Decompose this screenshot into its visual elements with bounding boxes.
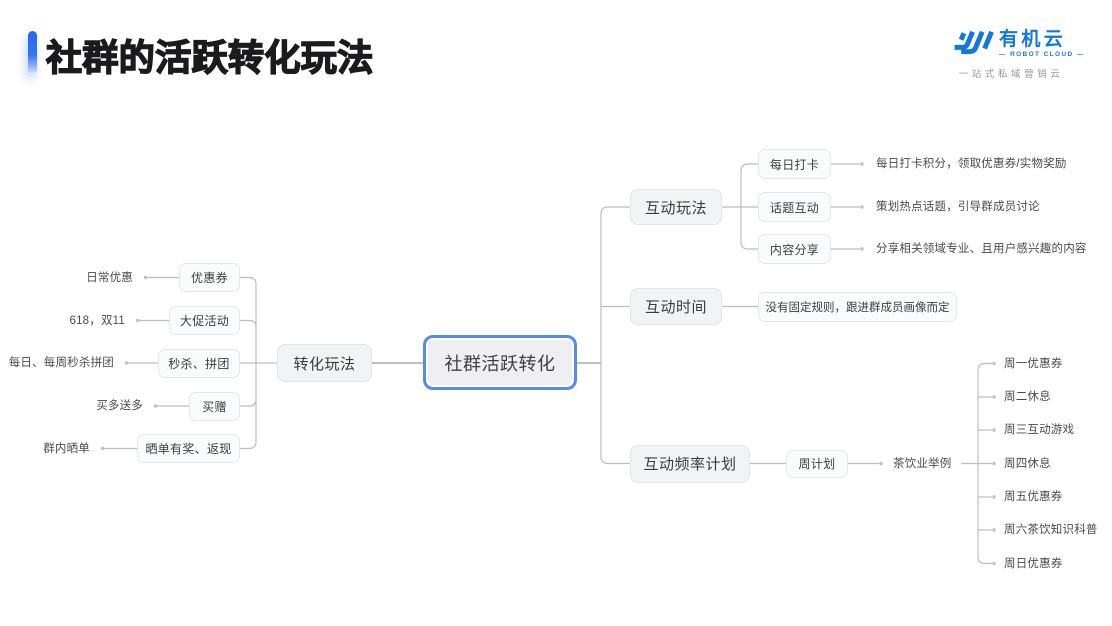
leaf-note-hot-topics: 策划热点话题，引导群成员讨论: [876, 201, 1040, 213]
title-accent-bar: [28, 31, 37, 75]
leaf-note-professional-content: 分享相关领域专业、且用户感兴趣的内容: [876, 243, 1087, 255]
logo-name: 有机云: [999, 29, 1067, 50]
branch-node-frequency-plan: 互动频率计划: [630, 444, 750, 483]
logo-mark-icon: [954, 30, 994, 55]
child-node-sharereward: 晒单有奖、返现: [137, 434, 240, 463]
branch-node-conversion: 转化玩法: [277, 344, 372, 382]
leaf-item-sunday: 周日优惠券: [1004, 557, 1063, 570]
leaf-item-monday: 周一优惠券: [1004, 357, 1063, 370]
leaf-note-checkin-points: 每日打卡积分，领取优惠券/实物奖励: [876, 158, 1067, 170]
leaf-note-tea-example: 茶饮业举例: [893, 457, 952, 470]
leaf-item-thursday: 周四休息: [1004, 457, 1051, 470]
leaf-item-tuesday: 周二休息: [1004, 391, 1051, 403]
branch-node-interaction-play: 互动玩法: [630, 189, 722, 225]
logo-subtitle: — ROBOT CLOUD —: [999, 51, 1085, 58]
child-node-topic-interaction: 话题互动: [758, 192, 831, 222]
child-node-coupon: 优惠券: [179, 263, 240, 292]
leaf-note-618: 618，双11: [69, 314, 125, 327]
child-node-bigsale: 大促活动: [169, 306, 240, 335]
leaf-item-friday: 周五优惠券: [1004, 491, 1063, 503]
child-node-no-fixed-rule: 没有固定规则，跟进群成员画像而定: [758, 291, 957, 322]
leaf-item-wednesday: 周三互动游戏: [1004, 424, 1075, 436]
leaf-item-saturday: 周六茶饮知识科普: [1004, 524, 1098, 536]
child-node-weekly-plan: 周计划: [786, 449, 848, 478]
leaf-note-weekly-flashsale: 每日、每周秒杀拼团: [8, 357, 114, 369]
leaf-note-daily-discount: 日常优惠: [86, 271, 133, 284]
child-node-content-sharing: 内容分享: [758, 234, 831, 264]
child-node-giftwithpurchase: 买赠: [189, 391, 240, 421]
child-node-daily-checkin: 每日打卡: [758, 149, 831, 179]
branch-node-interaction-time: 互动时间: [630, 288, 722, 325]
brand-logo: 有机云 — ROBOT CLOUD — 一站式私域营销云: [953, 30, 1083, 80]
page-title: 社群的活跃转化玩法: [45, 36, 374, 79]
logo-tagline: 一站式私域营销云: [958, 69, 1064, 80]
leaf-note-buymore: 买多送多: [96, 400, 143, 412]
leaf-note-groupshare: 群内晒单: [43, 442, 90, 455]
child-node-flashsale: 秒杀、拼团: [158, 348, 240, 378]
mindmap-root-node: 社群活跃转化: [423, 335, 577, 390]
